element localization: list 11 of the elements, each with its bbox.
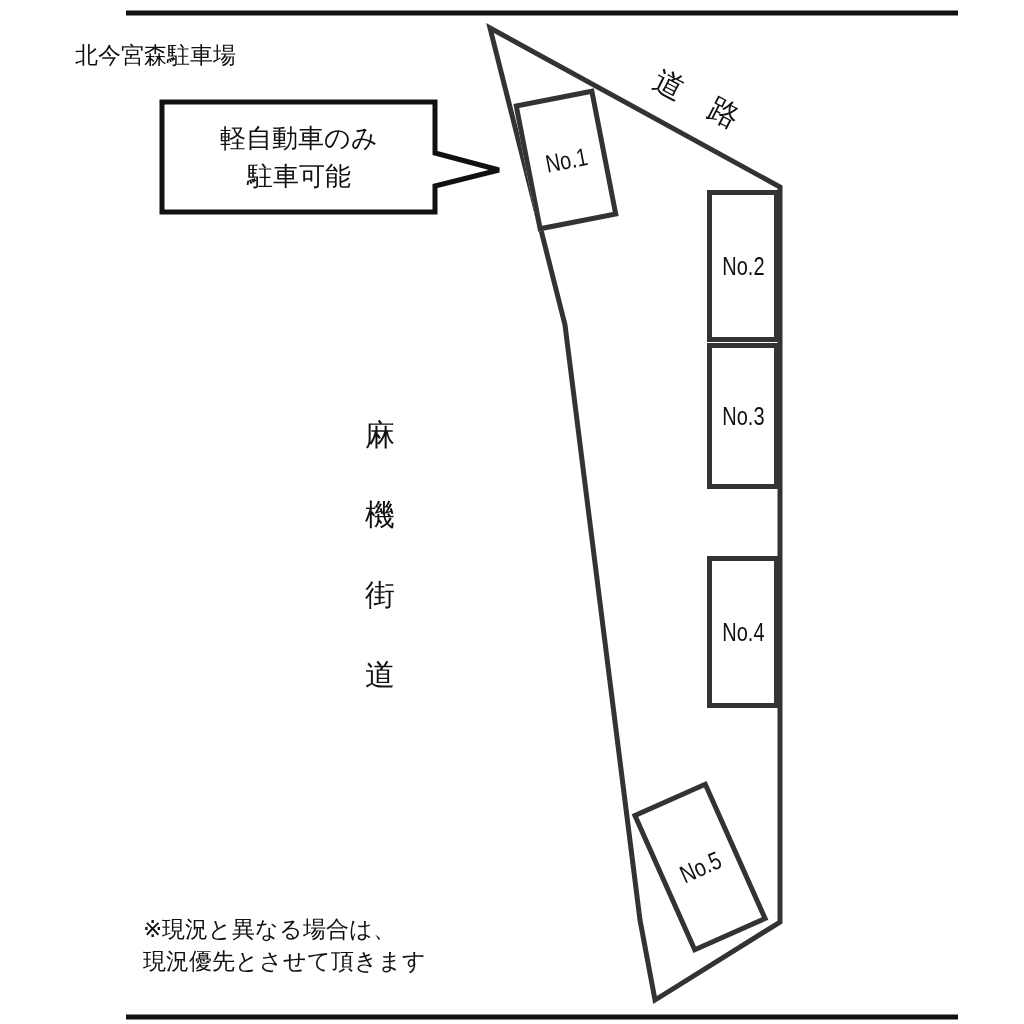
note-text: ※現況と異なる場合は、現況優先とさせて頂きます: [143, 915, 427, 976]
road-label: 道路: [646, 61, 775, 152]
parking-space: No.2: [707, 190, 779, 342]
parking-space: No.3: [707, 343, 779, 489]
road-name-label: 麻機街道: [364, 416, 396, 694]
parking-space: No.5: [631, 780, 769, 954]
title: 北今宮森駐車場: [75, 41, 236, 70]
callout-bubble: 軽自動車のみ駐車可能: [158, 98, 503, 218]
parking-lot-outline: [484, 22, 786, 1007]
parking-space: No.1: [513, 88, 619, 232]
parking-space: No.4: [707, 556, 779, 708]
